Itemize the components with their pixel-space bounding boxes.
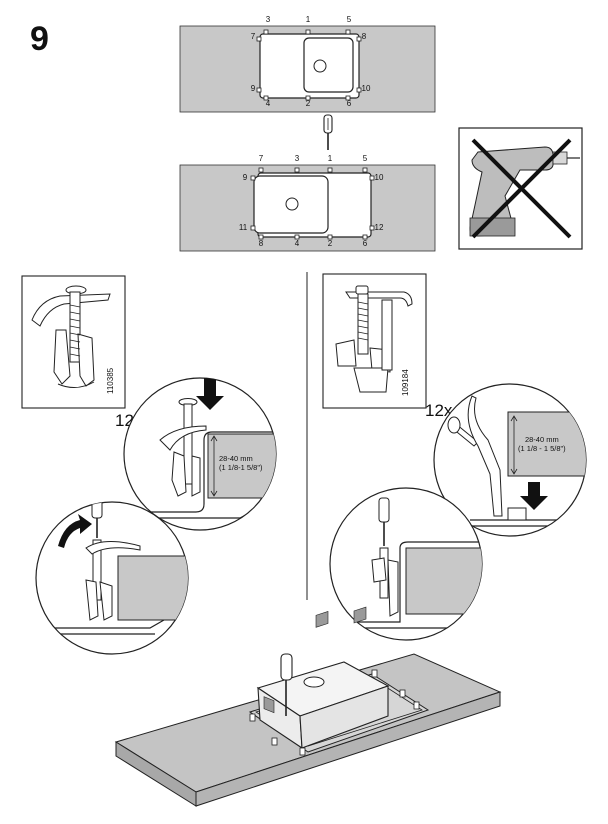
bottom-label-11: 11 xyxy=(238,223,248,232)
bottom-label-5: 5 xyxy=(362,154,368,163)
right-clip-measure-in: (1 1/8 - 1 5/8") xyxy=(518,444,566,454)
bottom-label-2: 2 xyxy=(327,239,333,248)
top-label-8: 8 xyxy=(361,32,367,41)
left-clip-measure-mm: 28-40 mm xyxy=(219,454,253,463)
top-label-4: 4 xyxy=(265,99,271,108)
top-label-6: 6 xyxy=(346,99,352,108)
step-number: 9 xyxy=(30,20,49,58)
bottom-label-8: 8 xyxy=(258,239,264,248)
top-label-5: 5 xyxy=(346,15,352,24)
right-clip-quantity: 12x xyxy=(425,401,453,420)
top-label-1: 1 xyxy=(305,15,311,24)
right-clip-measure: 28-40 mm (1 1/8 - 1 5/8") xyxy=(518,435,566,454)
left-clip-measure-in: (1 1/8-1 5/8") xyxy=(219,463,263,473)
top-label-9: 9 xyxy=(250,84,256,93)
top-label-2: 2 xyxy=(305,99,311,108)
left-clip-measure: 28-40 mm (1 1/8-1 5/8") xyxy=(219,454,263,473)
bottom-label-12: 12 xyxy=(374,223,384,232)
top-label-7: 7 xyxy=(250,32,256,41)
bottom-label-1: 1 xyxy=(327,154,333,163)
bottom-label-4: 4 xyxy=(294,239,300,248)
bottom-label-10: 10 xyxy=(374,173,384,182)
bottom-label-9: 9 xyxy=(242,173,248,182)
bottom-label-6: 6 xyxy=(362,239,368,248)
right-clip-measure-mm: 28-40 mm xyxy=(524,435,559,444)
bottom-label-3: 3 xyxy=(294,154,300,163)
top-label-10: 10 xyxy=(361,84,371,93)
top-label-3: 3 xyxy=(265,15,271,24)
bottom-label-7: 7 xyxy=(258,154,264,163)
